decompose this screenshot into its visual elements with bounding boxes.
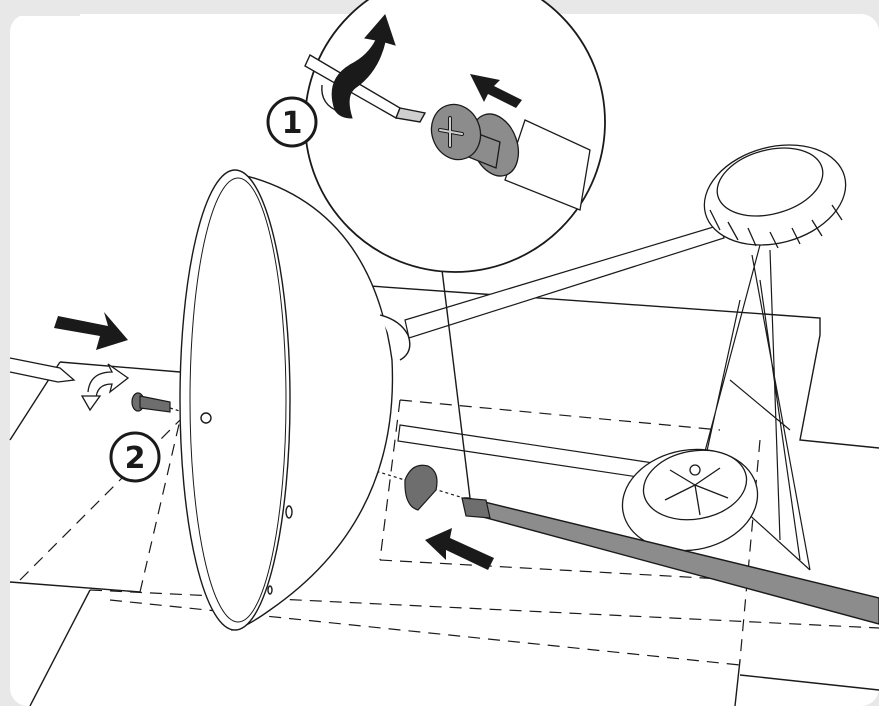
- step-1-badge: 1: [266, 96, 318, 148]
- step-2-parts: 2: [9, 312, 171, 483]
- rotate-arrow-icon: [321, 14, 396, 119]
- screw-icon: [430, 103, 591, 211]
- leg-bar-end: [461, 497, 491, 519]
- floor-outline: [9, 285, 879, 706]
- lower-wheel: [621, 448, 759, 552]
- leg-cap: [404, 464, 438, 511]
- step-2-badge: [109, 431, 161, 483]
- step-1-number: 1: [282, 106, 303, 141]
- leg-frame: [397, 224, 811, 571]
- rotate-arrow-icon: [80, 363, 130, 412]
- direction-arrow-icon: [54, 312, 128, 350]
- direction-arrow-icon: [470, 74, 522, 108]
- grill-bowl: [179, 169, 411, 631]
- corner-tab: [0, 0, 80, 16]
- leader-line: [441, 269, 471, 499]
- direction-arrow-icon: [425, 528, 494, 570]
- screwdriver-icon: [9, 357, 76, 383]
- detail-magnifier: [304, 0, 606, 273]
- bolt-icon: [131, 392, 171, 413]
- upper-wheel: [703, 144, 847, 249]
- step-2-number: 2: [125, 441, 146, 476]
